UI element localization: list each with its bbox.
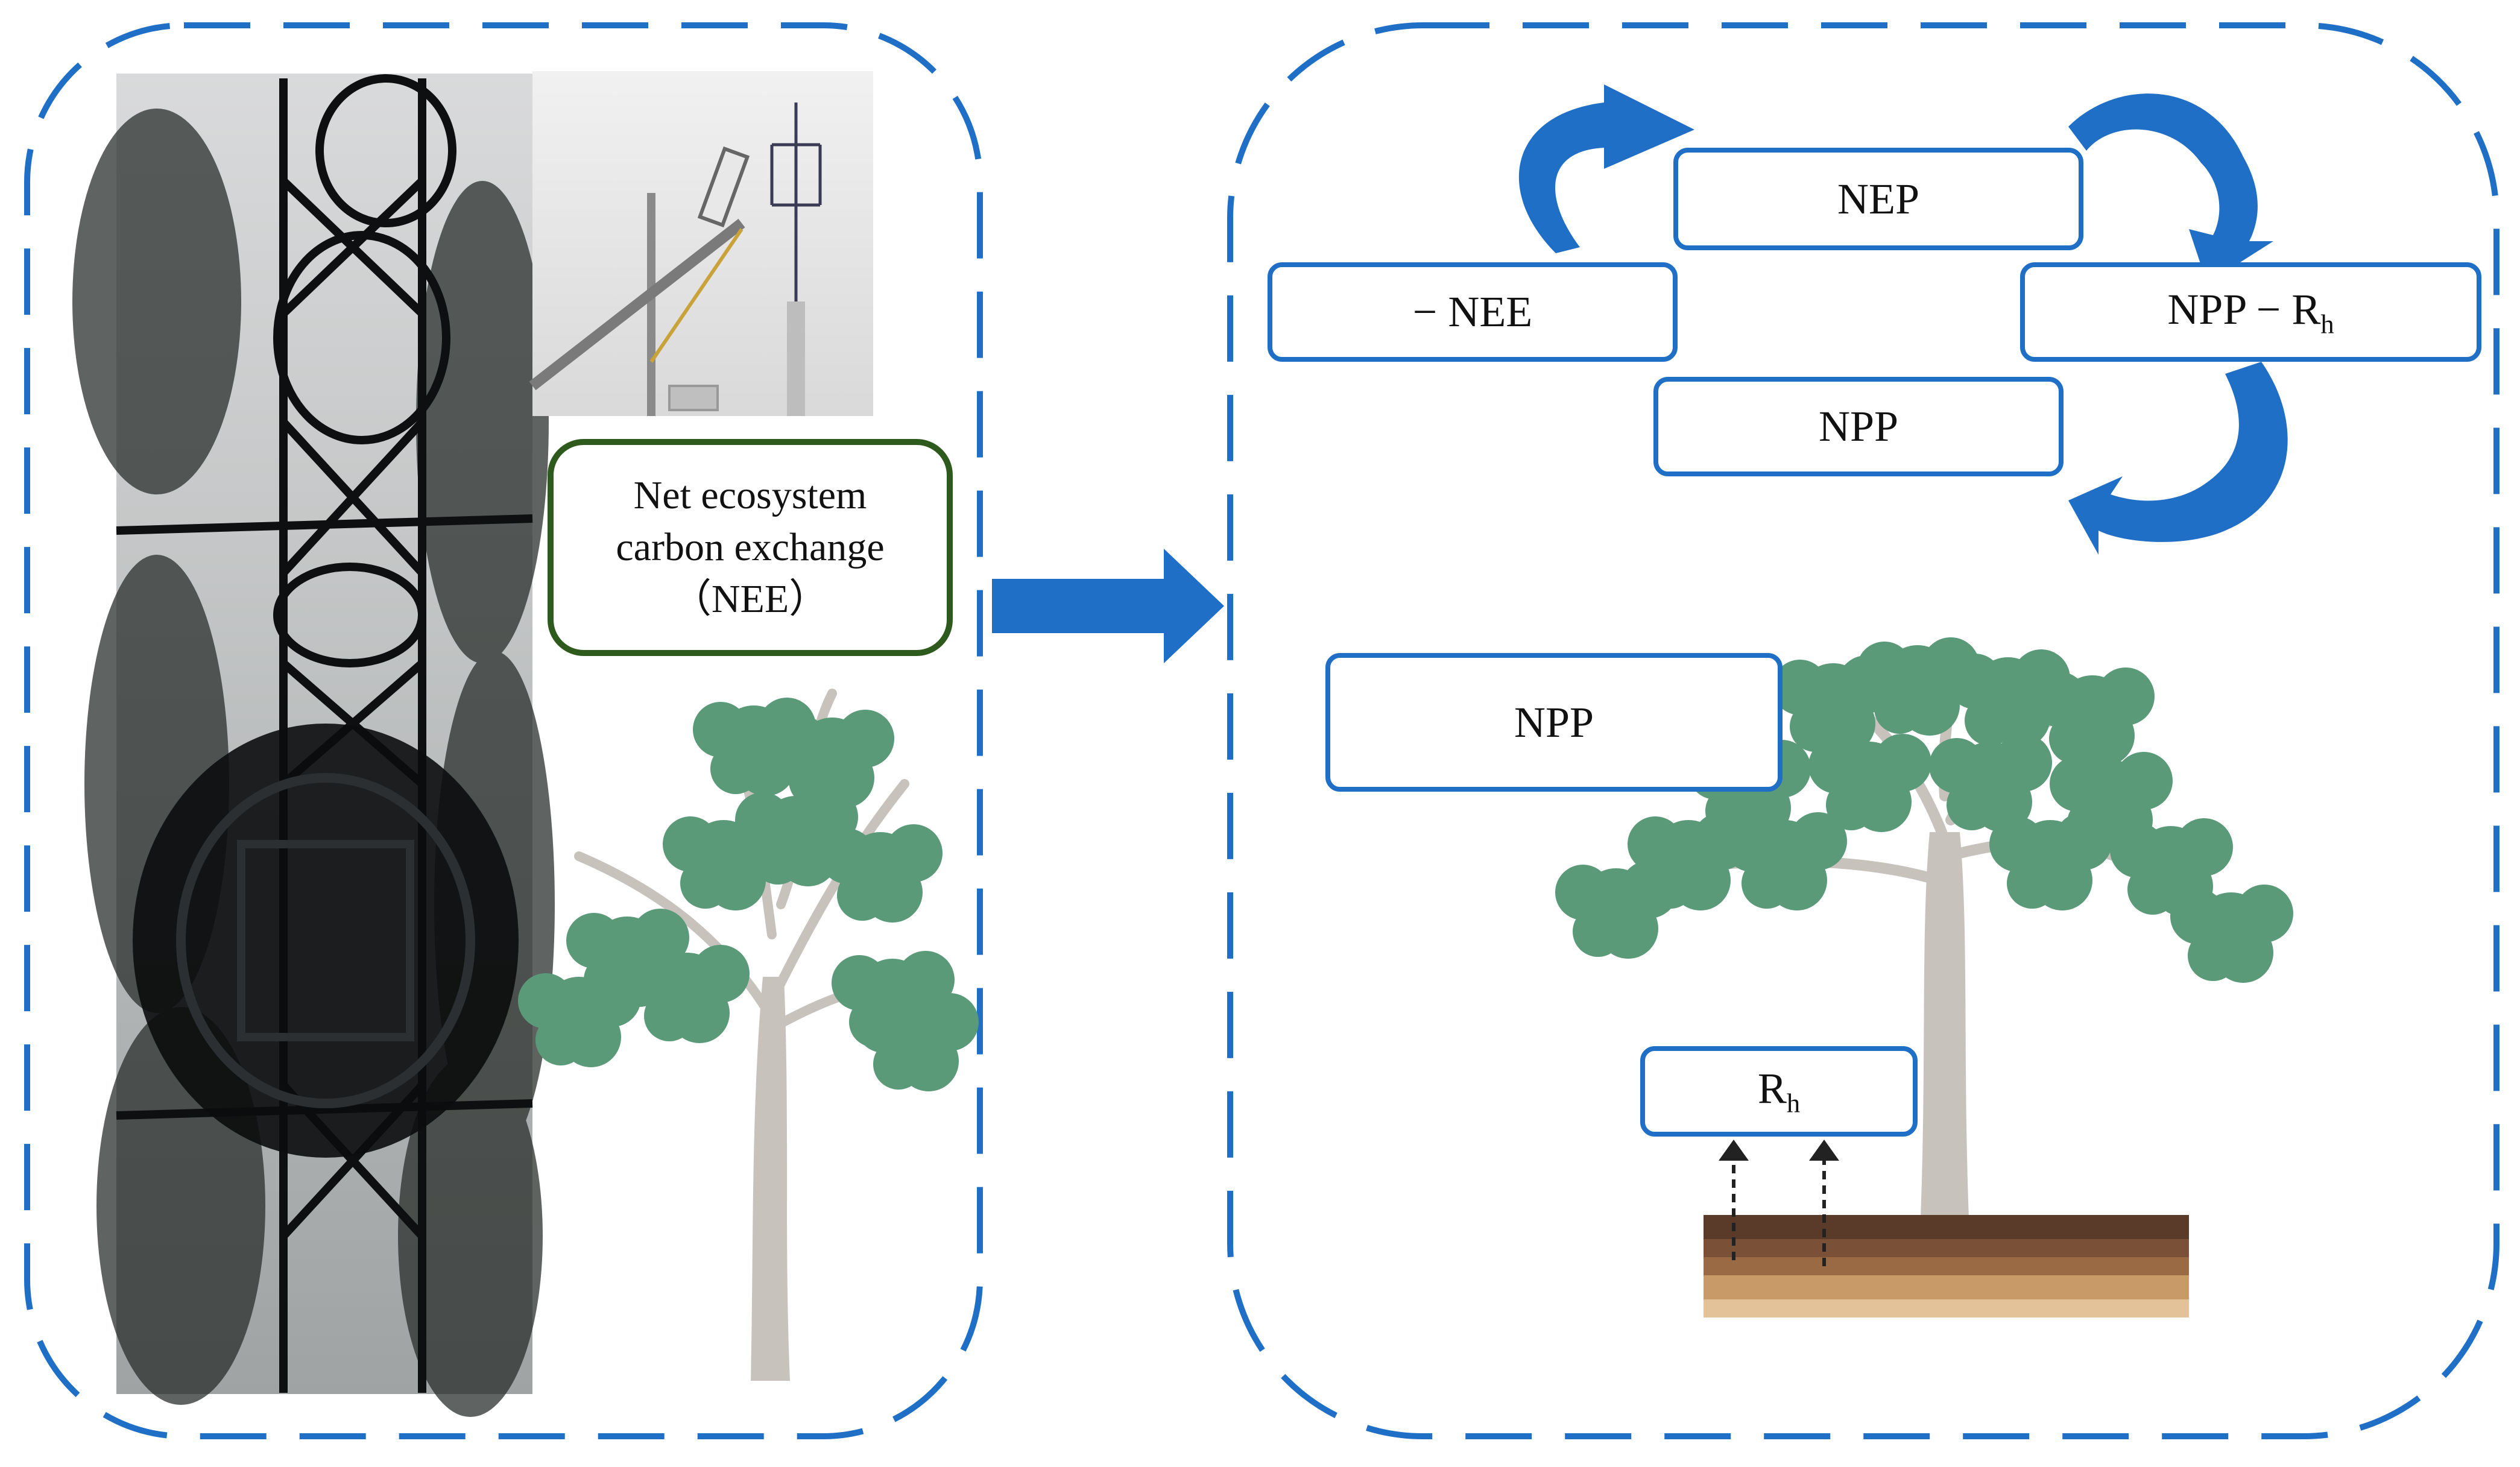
nep-label: NEP <box>1837 174 1920 223</box>
right-tree-illustration <box>1555 637 2293 1218</box>
rh-box: Rh <box>1640 1046 1918 1137</box>
soil-respiration-arrows <box>1732 1155 1826 1266</box>
neg-nee-label: − NEE <box>1412 288 1533 336</box>
flux-tower-photo <box>72 74 555 1417</box>
left-panel-border <box>24 22 983 1439</box>
npp-cycle-box: NPP <box>1653 377 2064 476</box>
rh-base: R <box>1757 1064 1787 1113</box>
nep-box: NEP <box>1673 148 2083 250</box>
npp-label: NPP <box>1514 698 1594 746</box>
npp-minus-rh-base: NPP − R <box>2167 285 2321 333</box>
npp-cycle-label: NPP <box>1818 402 1899 450</box>
nee-description-line-1: Net ecosystem <box>633 473 867 518</box>
npp-minus-rh-label: NPP − Rh <box>2167 285 2334 340</box>
rh-label: Rh <box>1758 1064 1800 1119</box>
nee-description-line-3: （NEE） <box>671 576 829 621</box>
soil-profile <box>1704 1215 2189 1317</box>
eddy-covariance-sensor-photo <box>529 71 873 416</box>
cycle-arrows <box>1518 84 2288 555</box>
npp-box: NPP <box>1325 653 1783 792</box>
right-panel-border <box>1227 22 2499 1439</box>
neg-nee-box: − NEE <box>1268 262 1678 362</box>
nee-description-box: Net ecosystem carbon exchange （NEE） <box>548 439 953 656</box>
panel-transition-arrow <box>992 549 1224 663</box>
nee-description-line-2: carbon exchange <box>616 525 885 570</box>
npp-minus-rh-sub: h <box>2320 309 2334 339</box>
npp-minus-rh-box: NPP − Rh <box>2020 262 2481 362</box>
left-tree-illustration <box>518 689 979 1381</box>
rh-sub: h <box>1786 1088 1801 1118</box>
